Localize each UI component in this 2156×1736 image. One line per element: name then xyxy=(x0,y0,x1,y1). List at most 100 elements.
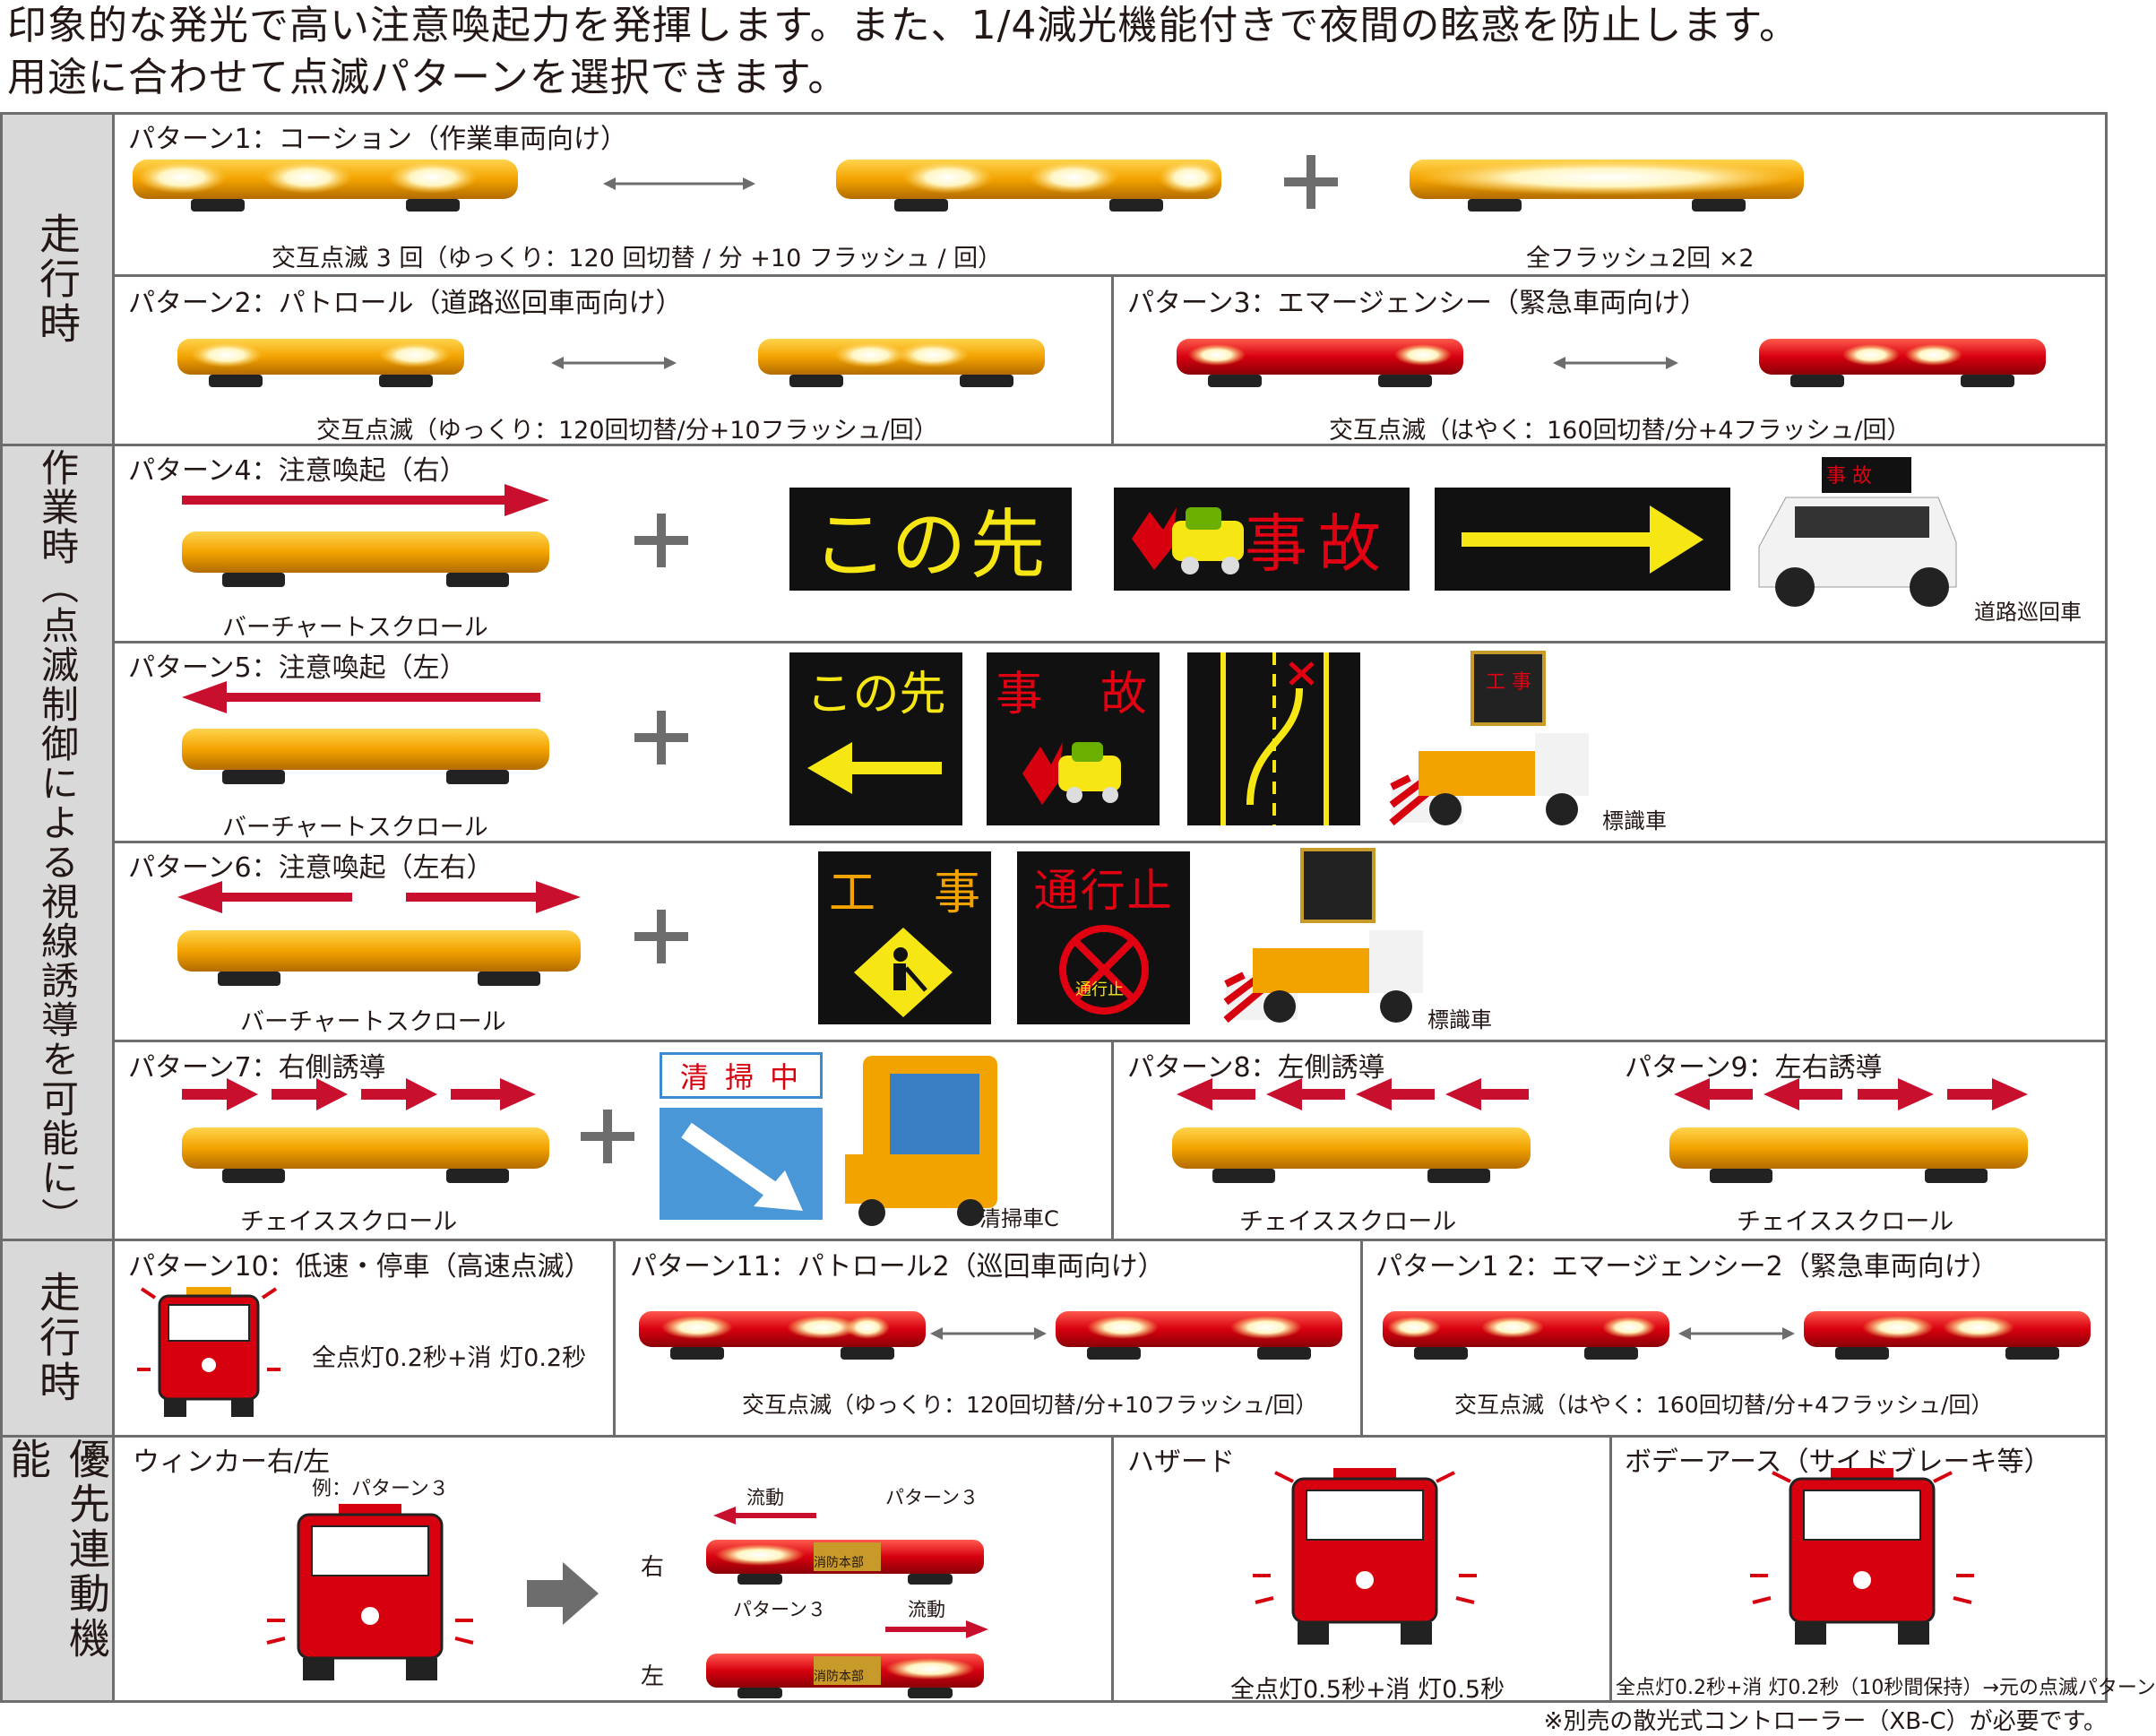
pattern-4-title: パターン4：注意喚起（右） xyxy=(128,455,467,487)
cleaning-board: 清 掃 中 xyxy=(660,1052,823,1099)
pattern-9-caption: チェイススクロール xyxy=(1737,1208,1954,1236)
fire-truck-front-icon xyxy=(1253,1468,1477,1645)
left-arrow-icon xyxy=(713,1507,816,1524)
pattern-7-title: パターン7：右側誘導 xyxy=(128,1052,386,1084)
plus-icon xyxy=(1284,155,1338,209)
chase-left-arrows-icon xyxy=(1177,1078,1529,1110)
alternate-arrow-icon xyxy=(1678,1327,1795,1340)
intro-line-1: 印象的な発光で高い注意喚起力を発揮します。また、1/4減光機能付きで夜間の眩惑を… xyxy=(7,3,1800,48)
pattern-5-caption: バーチャートスクロール xyxy=(222,814,488,842)
vehicle-label: 清掃車C xyxy=(979,1206,1059,1231)
divider xyxy=(1111,1040,1114,1239)
no-entry-icon xyxy=(1059,925,1149,1015)
divider xyxy=(3,1239,2107,1241)
hazard-title: ハザード xyxy=(1127,1447,1235,1478)
amber-lightbar xyxy=(182,729,549,784)
divider xyxy=(1360,1239,1363,1435)
section-label-working: 作業時（点滅制御による視線誘導を可能に） xyxy=(3,446,115,1239)
red-lightbar-winker xyxy=(706,1540,984,1585)
footnote: ※別売の散光式コントローラー（XB-C）が必要です。 xyxy=(1543,1708,2107,1735)
fire-truck-front-icon xyxy=(137,1287,280,1417)
cleaning-truck-image xyxy=(845,1056,997,1226)
priority-note-mark: ※ xyxy=(83,1441,102,1466)
amber-lightbar xyxy=(177,930,581,986)
patrol-car-image xyxy=(1758,457,1957,607)
pattern-1-title: パターン1：コーション（作業車両向け） xyxy=(128,124,627,155)
pattern-2-title: パターン2：パトロール（道路巡回車両向け） xyxy=(128,288,683,319)
pattern-9-title: パターン9：左右誘導 xyxy=(1625,1052,1883,1084)
chase-right-arrows-icon xyxy=(182,1078,536,1110)
bar-label: 消防本部 xyxy=(814,1670,864,1684)
red-lightbar xyxy=(1056,1311,1342,1360)
pattern-2-caption: 交互点滅（ゆっくり：120回切替/分+10フラッシュ/回） xyxy=(316,417,938,445)
led-sign-road-closed: 通行止 通行止 xyxy=(1017,851,1190,1024)
sign-truck-image xyxy=(1223,848,1423,1023)
pattern-3-caption: 交互点滅（はやく：160回切替/分+4フラッシュ/回） xyxy=(1329,417,1911,445)
amber-lightbar xyxy=(182,1127,549,1183)
red-lightbar xyxy=(1177,339,1463,387)
intro-text: 印象的な発光で高い注意喚起力を発揮します。また、1/4減光機能付きで夜間の眩惑を… xyxy=(7,0,1799,104)
vehicle-label: 道路巡回車 xyxy=(1974,600,2082,625)
amber-lightbar xyxy=(177,339,464,387)
led-sign-ahead-left: この先 xyxy=(789,652,962,825)
accident-car-icon xyxy=(1022,742,1121,805)
flow-label: 流動 xyxy=(908,1599,945,1620)
guide-arrow-sign xyxy=(660,1108,823,1220)
winker-right-label: 右 xyxy=(641,1554,665,1581)
section-label-driving: 走行時 xyxy=(3,115,115,444)
plus-icon xyxy=(634,711,688,764)
divider xyxy=(1111,274,1114,444)
plus-icon xyxy=(634,910,688,963)
right-arrow-icon xyxy=(885,1620,988,1638)
led-sign-right-arrow xyxy=(1435,488,1730,591)
red-lightbar xyxy=(1759,339,2046,387)
led-sign-accident-2: 事 故 xyxy=(987,652,1160,825)
amber-lightbar xyxy=(1172,1127,1531,1183)
flow-label: 流動 xyxy=(746,1487,784,1508)
left-arrow-icon xyxy=(177,881,352,913)
pattern-12-caption: 交互点滅（はやく：160回切替/分+4フラッシュ/回） xyxy=(1454,1392,1994,1418)
divider xyxy=(112,1040,2107,1042)
red-lightbar xyxy=(1383,1311,1669,1360)
winker-left-label: 左 xyxy=(641,1663,665,1690)
pattern-8-title: パターン8：左側誘導 xyxy=(1127,1052,1385,1084)
hazard-caption: 全点灯0.5秒+消 灯0.5秒 xyxy=(1230,1676,1505,1704)
divider xyxy=(1609,1435,1612,1700)
pattern-label: パターン３ xyxy=(885,1487,979,1508)
red-lightbar xyxy=(1804,1311,2091,1360)
pattern-8-caption: チェイススクロール xyxy=(1239,1208,1457,1236)
alternate-arrow-icon xyxy=(551,357,677,369)
chase-both-arrows-icon xyxy=(1674,1078,2028,1110)
section-label-priority: 優先連動機能 xyxy=(3,1438,115,1700)
led-sign-construction: 工 事 xyxy=(818,851,991,1024)
accident-car-icon xyxy=(1132,507,1244,574)
divider xyxy=(3,444,2107,446)
pattern-6-title: パターン6：注意喚起（左右） xyxy=(128,852,494,884)
pattern-label: パターン３ xyxy=(733,1599,826,1620)
divider xyxy=(3,1435,2107,1438)
big-right-arrow-icon xyxy=(527,1562,599,1625)
left-arrow-icon xyxy=(807,742,942,794)
vehicle-label: 標識車 xyxy=(1427,1007,1492,1032)
divider xyxy=(112,641,2107,643)
divider xyxy=(1111,1435,1114,1700)
red-lightbar xyxy=(639,1311,926,1360)
red-lightbar-winker xyxy=(706,1654,984,1698)
fire-truck-front-icon xyxy=(1750,1468,1974,1645)
led-sign-ahead: この先 xyxy=(789,488,1072,591)
pattern-10-caption: 全点灯0.2秒+消 灯0.2秒 xyxy=(312,1344,587,1372)
amber-lightbar-full-flash xyxy=(1410,160,1804,212)
pattern-6-caption: バーチャートスクロール xyxy=(240,1008,506,1036)
pattern-4-caption: バーチャートスクロール xyxy=(222,614,488,642)
amber-lightbar xyxy=(1669,1127,2028,1183)
right-arrow-icon xyxy=(406,881,581,913)
pattern-table: 走行時 作業時（点滅制御による視線誘導を可能に） 走行時 優先連動機能 ※ パタ… xyxy=(0,112,2156,1704)
sign-truck-image xyxy=(1389,651,1589,826)
pattern-1-caption-2: 全フラッシュ2回 ×2 xyxy=(1526,245,1755,272)
winker-title: ウィンカー右/左 xyxy=(133,1447,331,1478)
amber-lightbar xyxy=(758,339,1045,387)
pattern-3-title: パターン3：エマージェンシー（緊急車両向け） xyxy=(1127,288,1707,319)
amber-lightbar xyxy=(133,160,518,212)
vehicle-label: 標識車 xyxy=(1602,808,1667,833)
plus-icon xyxy=(634,514,688,567)
